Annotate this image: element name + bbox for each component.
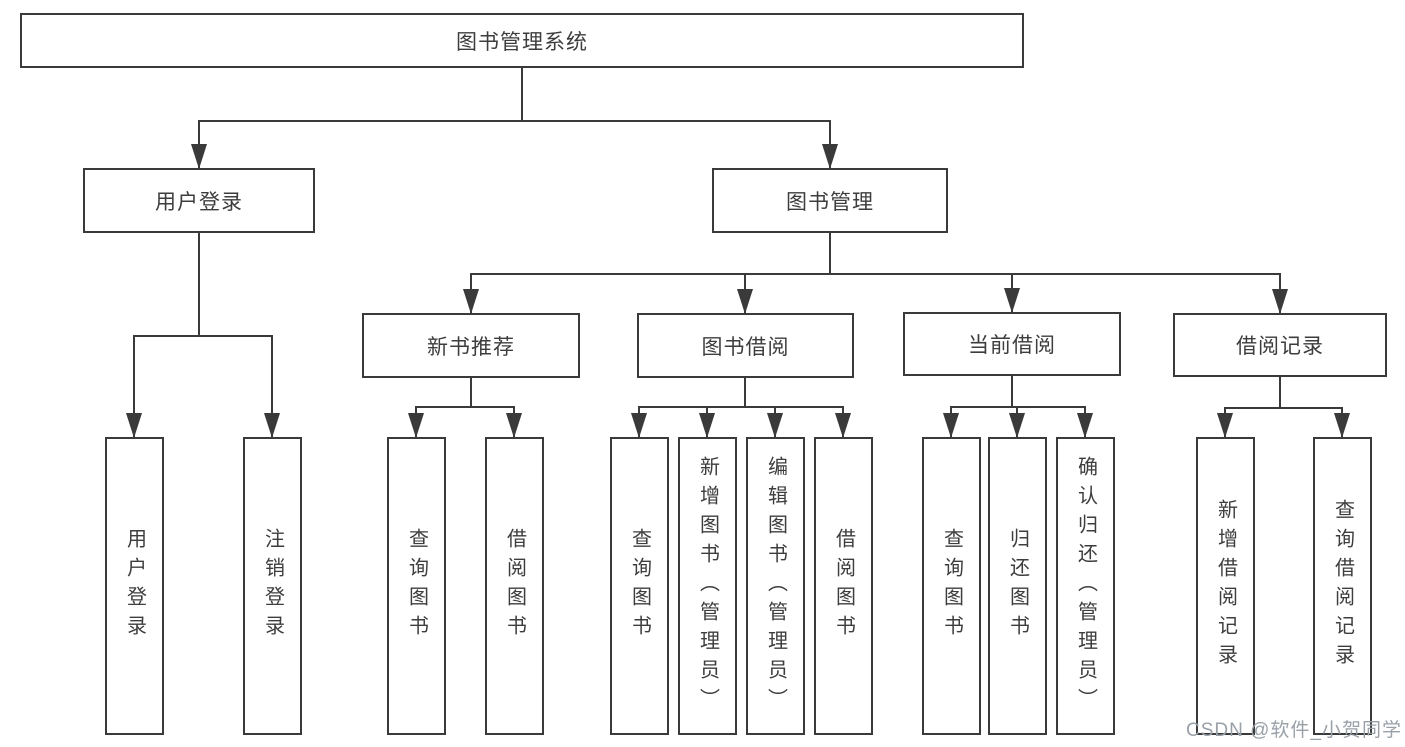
arrowhead-icon <box>1009 413 1025 438</box>
node-borrow-records-label: 借阅记录 <box>1236 335 1324 358</box>
connector-line <box>1279 377 1281 407</box>
connector-line <box>199 120 831 122</box>
leaf-query-borrow-record: 查询借阅记录 <box>1313 437 1372 735</box>
arrowhead-icon <box>699 413 715 438</box>
node-book-borrow: 图书借阅 <box>637 313 854 378</box>
connector-line <box>829 233 831 274</box>
node-current-borrow: 当前借阅 <box>903 312 1121 376</box>
leaf-query-book-3-label: 查询图书 <box>940 528 963 644</box>
leaf-confirm-return-admin: 确认归还（管理员） <box>1056 437 1115 735</box>
node-book-management: 图书管理 <box>712 168 948 233</box>
connector-line <box>134 335 273 337</box>
connector-line <box>198 233 200 336</box>
leaf-query-book-3: 查询图书 <box>922 437 981 735</box>
arrowhead-icon <box>1004 288 1020 313</box>
node-current-borrow-label: 当前借阅 <box>968 334 1056 357</box>
node-root: 图书管理系统 <box>20 13 1024 68</box>
leaf-query-book-1-label: 查询图书 <box>405 528 428 644</box>
connector-line <box>521 68 523 121</box>
node-book-borrow-label: 图书借阅 <box>701 335 790 359</box>
leaf-edit-book-admin-label: 编辑图书（管理员） <box>764 455 787 717</box>
node-user-login-label: 用户登录 <box>155 190 243 214</box>
arrowhead-icon <box>1334 413 1350 438</box>
arrowhead-icon <box>631 413 647 438</box>
leaf-add-borrow-record-label: 新增借阅记录 <box>1214 499 1237 673</box>
leaf-edit-book-admin: 编辑图书（管理员） <box>746 437 805 735</box>
connector-line <box>133 335 135 438</box>
arrowhead-icon <box>1217 413 1233 438</box>
leaf-logout: 注销登录 <box>243 437 302 735</box>
node-book-management-label: 图书管理 <box>786 190 874 214</box>
node-new-book-recommend: 新书推荐 <box>362 313 580 378</box>
leaf-return-book: 归还图书 <box>988 437 1047 735</box>
leaf-borrow-book-2-label: 借阅图书 <box>832 528 855 644</box>
node-root-label: 图书管理系统 <box>456 30 588 54</box>
leaf-user-login: 用户登录 <box>105 437 164 735</box>
leaf-add-book-admin-label: 新增图书（管理员） <box>696 455 719 717</box>
connector-line <box>639 406 844 408</box>
arrowhead-icon <box>126 413 142 438</box>
leaf-borrow-book-2: 借阅图书 <box>814 437 873 735</box>
arrowhead-icon <box>1272 289 1288 314</box>
arrowhead-icon <box>737 289 753 314</box>
arrowhead-icon <box>943 413 959 438</box>
leaf-query-book-2-label: 查询图书 <box>628 528 651 644</box>
connector-line <box>1225 407 1343 409</box>
watermark: CSDN @软件_小贺同学 <box>1186 720 1402 741</box>
connector-line <box>470 273 1281 275</box>
connector-line <box>951 406 1086 408</box>
node-user-login: 用户登录 <box>83 168 315 233</box>
leaf-user-login-label: 用户登录 <box>123 528 146 644</box>
arrowhead-icon <box>1077 413 1093 438</box>
arrowhead-icon <box>408 413 424 438</box>
leaf-add-borrow-record: 新增借阅记录 <box>1196 437 1255 735</box>
connector-line <box>271 335 273 438</box>
leaf-add-book-admin: 新增图书（管理员） <box>678 437 737 735</box>
arrowhead-icon <box>264 413 280 438</box>
leaf-confirm-return-admin-label: 确认归还（管理员） <box>1074 455 1097 717</box>
node-borrow-records: 借阅记录 <box>1173 313 1387 377</box>
arrowhead-icon <box>822 144 838 169</box>
arrowhead-icon <box>506 413 522 438</box>
connector-line <box>744 378 746 407</box>
leaf-return-book-label: 归还图书 <box>1006 528 1029 644</box>
connector-line <box>1011 376 1013 407</box>
arrowhead-icon <box>835 413 851 438</box>
arrowhead-icon <box>463 289 479 314</box>
connector-line <box>470 378 472 407</box>
leaf-query-book-1: 查询图书 <box>387 437 446 735</box>
leaf-borrow-book-1: 借阅图书 <box>485 437 544 735</box>
leaf-borrow-book-1-label: 借阅图书 <box>503 528 526 644</box>
node-new-book-recommend-label: 新书推荐 <box>427 335 515 359</box>
leaf-query-book-2: 查询图书 <box>610 437 669 735</box>
connector-line <box>416 406 515 408</box>
arrowhead-icon <box>191 144 207 169</box>
leaf-query-borrow-record-label: 查询借阅记录 <box>1331 499 1354 673</box>
leaf-logout-label: 注销登录 <box>261 528 284 644</box>
arrowhead-icon <box>767 413 783 438</box>
